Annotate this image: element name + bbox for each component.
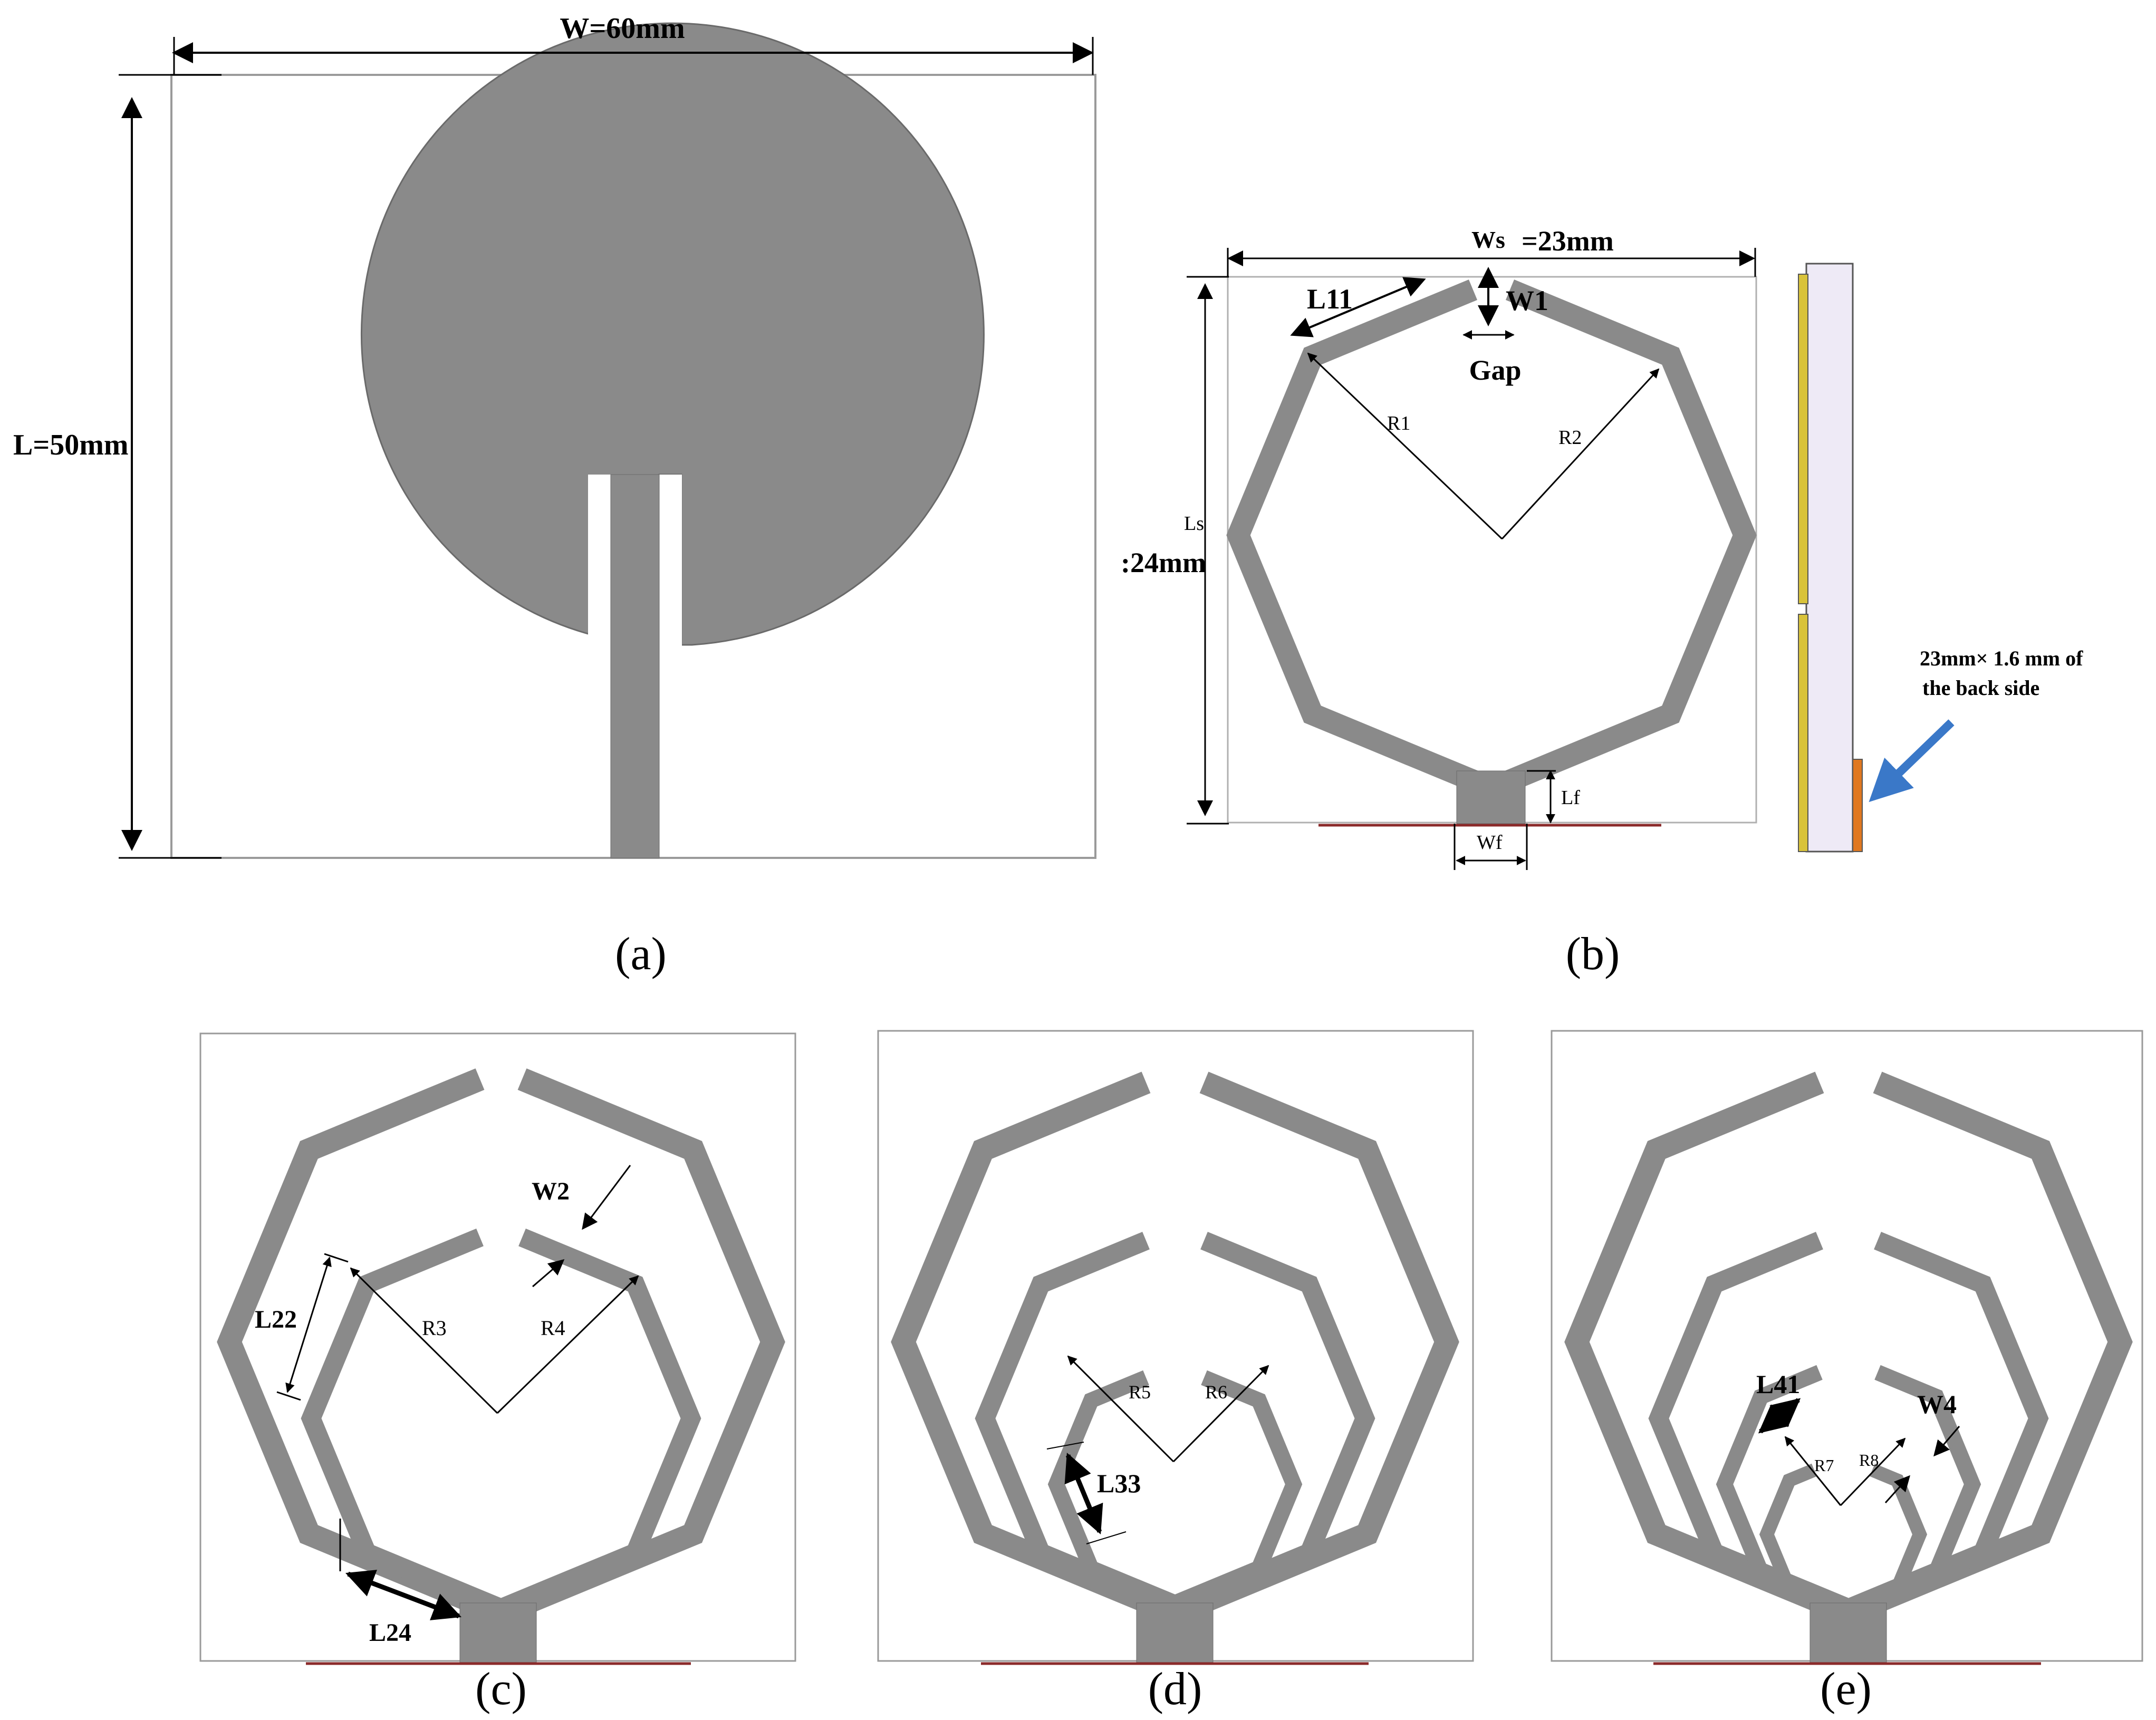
panel-b-ws-label: Ws <box>1471 226 1505 253</box>
panel-d-l33-label: L33 <box>1097 1468 1141 1498</box>
panel-a: W=60mm L=50mm (a) <box>13 12 1096 980</box>
panel-e-caption: (e) <box>1820 1664 1872 1715</box>
panel-e-r8-line <box>1840 1437 1906 1506</box>
panel-b-l11-label: L11 <box>1307 283 1353 315</box>
panel-b-r1-label: R1 <box>1387 412 1410 434</box>
panel-c-r4-line <box>496 1275 639 1414</box>
panel-d-caption: (d) <box>1148 1664 1202 1715</box>
panel-d-l33-ext-top <box>1046 1442 1084 1450</box>
side-view-back-ground <box>1852 759 1863 852</box>
panel-c-caption: (c) <box>475 1664 527 1715</box>
side-view-substrate <box>1805 263 1854 853</box>
panel-c-w2-arrow <box>582 1165 631 1230</box>
panel-a-feed-strip <box>610 474 660 858</box>
panel-b-lf-label: Lf <box>1561 787 1580 809</box>
panel-a-circular-patch <box>361 22 985 646</box>
panel-b-r2-label: R2 <box>1558 427 1582 449</box>
panel-b-w1-label: W1 <box>1506 285 1548 316</box>
panel-b-ws-value: =23mm <box>1522 225 1614 257</box>
panel-b-caption: (b) <box>1566 929 1620 980</box>
panel-d-r6-line <box>1172 1365 1269 1463</box>
panel-e-r7-line <box>1784 1436 1842 1506</box>
panel-e: R7 R8 L41 W4 (e) <box>1551 1030 2143 1715</box>
panel-b-wf-label: Wf <box>1477 832 1503 854</box>
panel-d-r5-label: R5 <box>1129 1381 1151 1403</box>
panel-c-l22-ext-bottom <box>276 1391 301 1401</box>
panel-e-r7-label: R7 <box>1814 1456 1834 1475</box>
panel-d-feed-line <box>1136 1602 1214 1664</box>
panel-e-substrate <box>1551 1030 2143 1662</box>
panel-e-w4-arrow-2 <box>1884 1475 1911 1504</box>
panel-b-r1-line <box>1307 352 1503 540</box>
side-view-top-copper-upper <box>1798 274 1808 604</box>
panel-c-l22-dimension <box>285 1257 332 1393</box>
panel-c-r3-label: R3 <box>422 1316 447 1340</box>
panel-e-w4-label: W4 <box>1917 1389 1957 1419</box>
panel-c-r4-label: R4 <box>541 1316 565 1340</box>
panel-e-r8-label: R8 <box>1859 1451 1879 1470</box>
panel-d-l33-ext-bottom <box>1086 1531 1127 1544</box>
panel-d: R5 R6 L33 (d) <box>877 1030 1474 1715</box>
panel-c-l22-ext-top <box>324 1253 349 1263</box>
panel-c-l22-label: L22 <box>255 1306 297 1334</box>
panel-a-slot-left <box>588 475 611 649</box>
panel-b: Ws =23mm Ls :24mm L11 W1 Gap R1 R2 Lf Wf <box>1121 225 2083 980</box>
panel-c-w2-label: W2 <box>532 1177 570 1205</box>
side-view-top-copper-lower <box>1798 614 1808 852</box>
side-view-callout-arrow <box>1869 719 1955 803</box>
side-view-backside-label-2: the back side <box>1922 676 2039 700</box>
panel-c-l24-label: L24 <box>369 1619 411 1647</box>
panel-a-slot-right <box>659 475 682 649</box>
panel-b-feed-line <box>1456 770 1526 824</box>
panel-d-l33-dimension <box>1064 1453 1103 1534</box>
panel-a-width-label: W=60mm <box>560 12 685 45</box>
panel-a-length-label: L=50mm <box>13 429 129 461</box>
panel-b-ls-value: :24mm <box>1121 547 1206 578</box>
panel-b-gap-label: Gap <box>1469 354 1521 386</box>
panel-e-l41-label: L41 <box>1756 1369 1800 1399</box>
panel-c-substrate <box>199 1032 796 1662</box>
panel-d-r5-line <box>1067 1355 1175 1463</box>
panel-e-w4-arrow <box>1933 1426 1960 1457</box>
panel-c-w2-arrow-2 <box>532 1259 565 1288</box>
side-view-backside-label-1: 23mm× 1.6 mm of <box>1920 646 2083 670</box>
panel-c-l24-dimension <box>345 1570 462 1620</box>
panel-b-r2-line <box>1501 368 1660 540</box>
panel-c-r3-line <box>350 1267 498 1414</box>
panel-b-l11-dimension <box>1290 277 1426 337</box>
panel-e-feed-line <box>1810 1602 1887 1664</box>
panel-c: W2 L22 R3 R4 L24 (c) <box>199 1032 796 1715</box>
panel-b-ls-label: Ls <box>1184 513 1204 535</box>
panel-c-feed-line <box>459 1602 537 1664</box>
panel-d-substrate <box>877 1030 1474 1662</box>
panel-b-side-view: 23mm× 1.6 mm of the back side <box>1798 263 2083 853</box>
panel-d-r6-label: R6 <box>1205 1381 1227 1403</box>
panel-a-caption: (a) <box>615 929 667 980</box>
panel-e-l41-dimension <box>1758 1398 1801 1434</box>
